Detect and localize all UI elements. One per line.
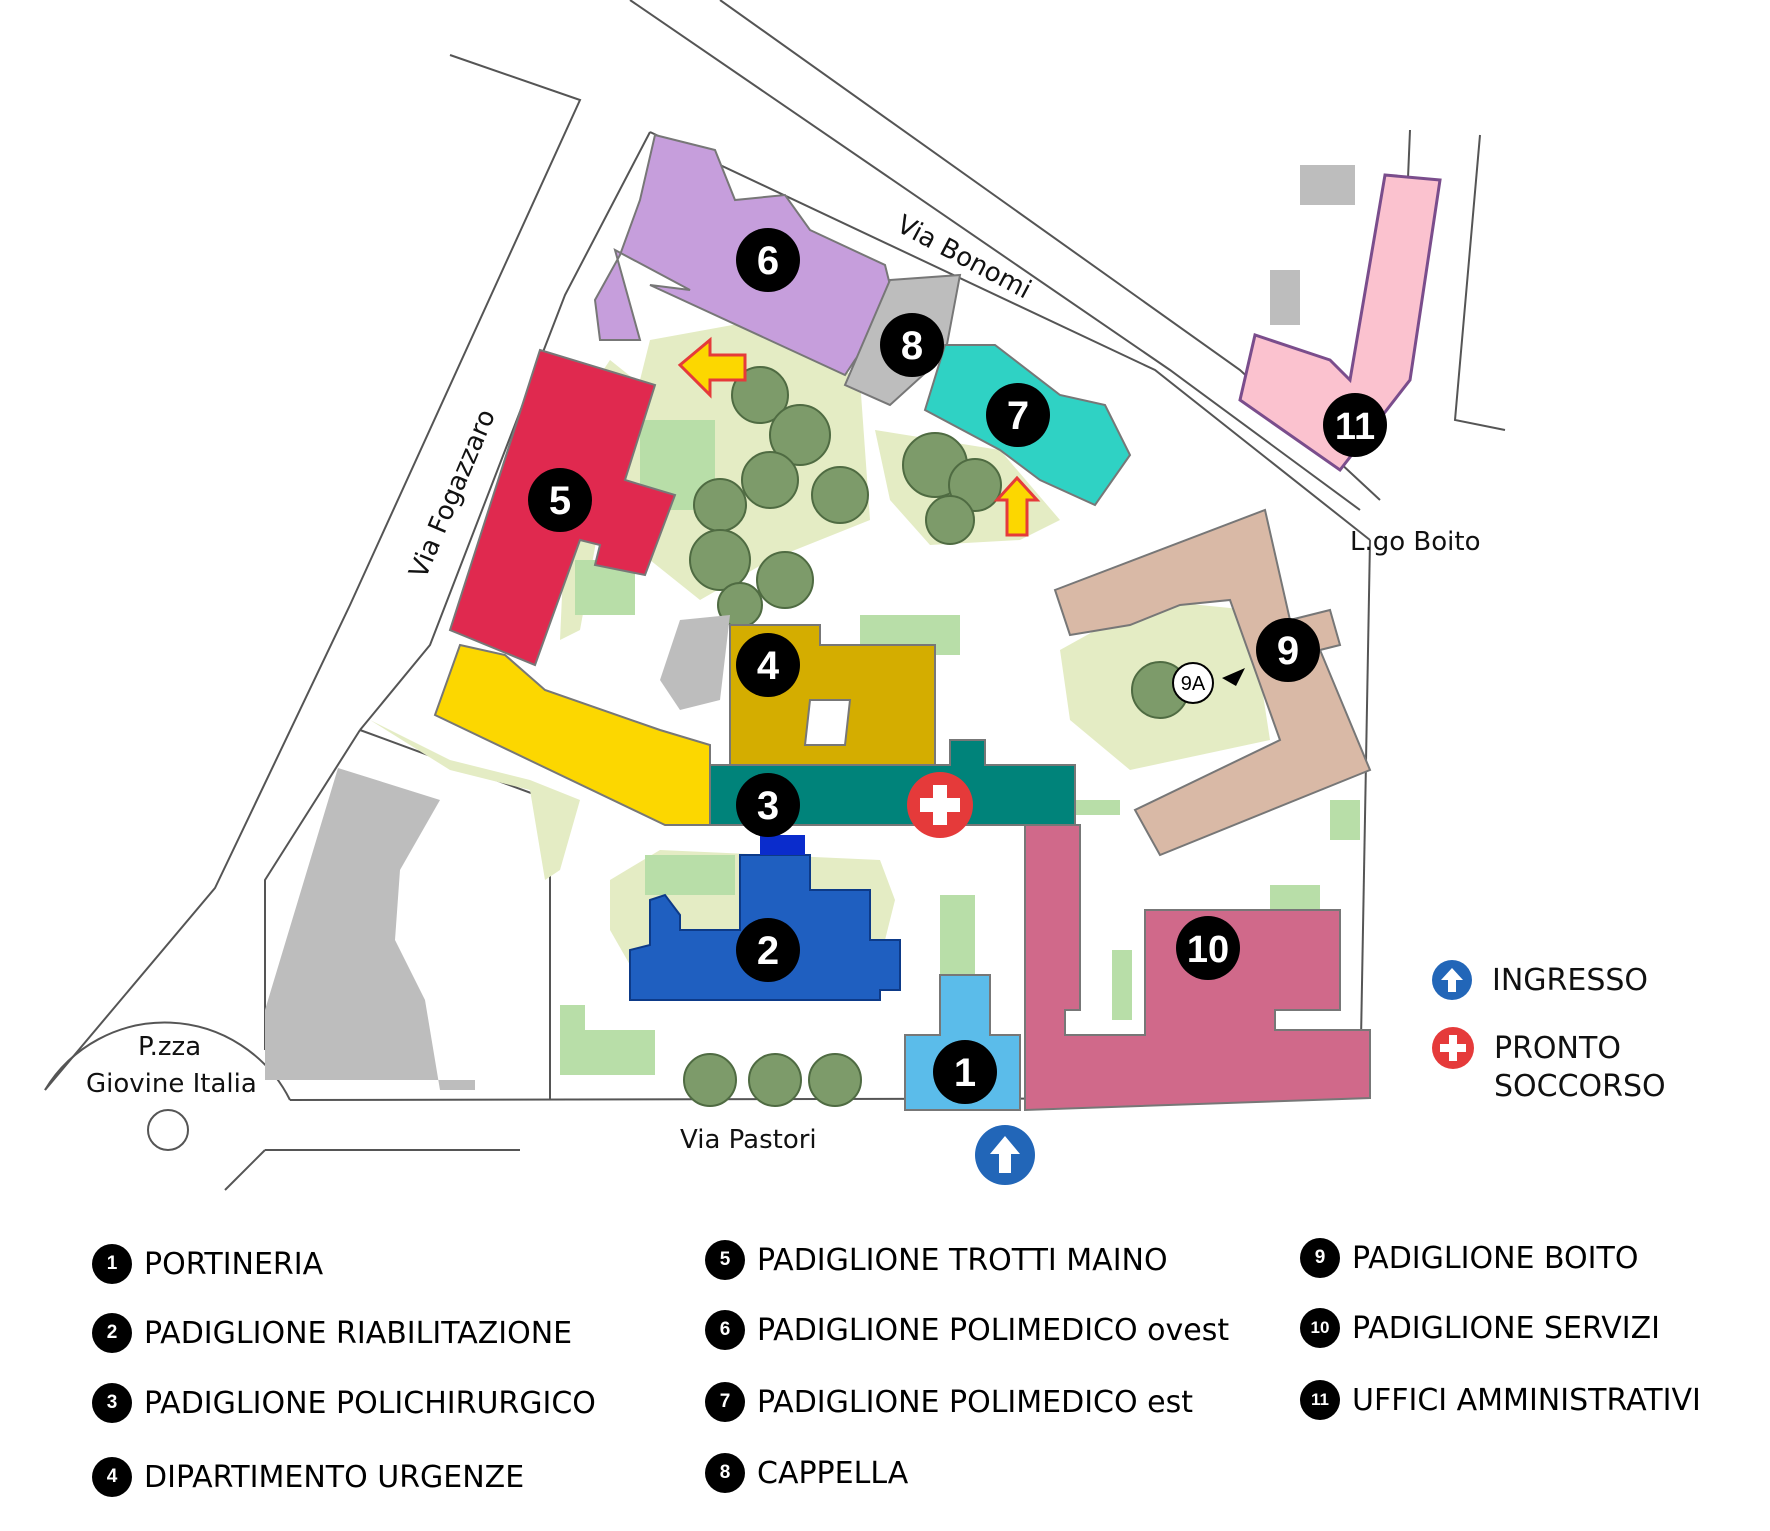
emergency-cross-icon — [907, 772, 973, 838]
key-emergency: PRONTO SOCCORSO — [1432, 1027, 1666, 1104]
street-label-pastori: Via Pastori — [680, 1125, 817, 1155]
street-label-boito: L.go Boito — [1350, 527, 1481, 557]
legend-label: CAPPELLA — [757, 1455, 909, 1491]
legend-label: PADIGLIONE POLICHIRURGICO — [144, 1385, 596, 1421]
street-outlines — [44, 0, 1506, 1191]
entrance-arrows — [677, 336, 1041, 537]
legend-badge: 8 — [705, 1453, 745, 1493]
legend-item-2[interactable]: 2 PADIGLIONE RIABILITAZIONE — [92, 1313, 572, 1353]
roundabout — [147, 1109, 189, 1151]
building-9 — [1053, 508, 1372, 857]
building-3 — [709, 739, 1076, 826]
legend-label: UFFICI AMMINISTRATIVI — [1352, 1382, 1701, 1418]
svg-text:8: 8 — [901, 324, 923, 368]
legend-badge: 5 — [705, 1240, 745, 1280]
building-11 — [1238, 173, 1442, 473]
key-entrance-label: INGRESSO — [1492, 962, 1649, 998]
legend-suffix: ovest — [1147, 1312, 1230, 1348]
legend-badge: 11 — [1300, 1380, 1340, 1420]
building-4-inner — [803, 699, 852, 746]
legend-label: PORTINERIA — [144, 1246, 324, 1282]
legend-item-10[interactable]: 10 PADIGLIONE SERVIZI — [1300, 1308, 1660, 1348]
marker-1[interactable] — [933, 1040, 997, 1104]
legend-badge: 7 — [705, 1382, 745, 1422]
key-entrance: INGRESSO — [1432, 960, 1648, 1000]
legend-item-8[interactable]: 8 CAPPELLA — [705, 1453, 908, 1493]
trees — [683, 366, 1189, 1107]
legend-badge: 10 — [1300, 1308, 1340, 1348]
legend-label: PADIGLIONE SERVIZI — [1352, 1310, 1660, 1346]
legend-item-11[interactable]: 11 UFFICI AMMINISTRATIVI — [1300, 1380, 1701, 1420]
legend-label: PADIGLIONE TROTTI MAINO — [757, 1242, 1168, 1278]
marker-9a-pointer — [1222, 668, 1245, 686]
legend-label: PADIGLIONE POLIMEDICO — [757, 1312, 1138, 1348]
marker-8[interactable] — [880, 313, 944, 377]
legend-label: DIPARTIMENTO URGENZE — [144, 1459, 525, 1495]
legend-badge: 1 — [92, 1244, 132, 1284]
svg-text:5: 5 — [549, 479, 571, 523]
entrance-key-icon — [1432, 960, 1472, 1000]
svg-text:4: 4 — [757, 644, 780, 688]
marker-5[interactable] — [528, 468, 592, 532]
legend-item-7[interactable]: 7 PADIGLIONE POLIMEDICO est — [705, 1382, 1193, 1422]
svg-text:2: 2 — [757, 929, 779, 973]
legend-badge: 3 — [92, 1383, 132, 1423]
svg-text:1: 1 — [954, 1051, 976, 1095]
marker-6[interactable] — [736, 228, 800, 292]
legend-badge: 6 — [705, 1310, 745, 1350]
legend-badge: 2 — [92, 1313, 132, 1353]
street-label-piazza-2: Giovine Italia — [86, 1069, 257, 1099]
marker-11[interactable] — [1323, 393, 1387, 457]
legend-label: PADIGLIONE BOITO — [1352, 1240, 1639, 1276]
svg-text:11: 11 — [1335, 406, 1375, 448]
legend-item-1[interactable]: 1 PORTINERIA — [92, 1244, 323, 1284]
building-2-connector — [760, 835, 805, 855]
svg-text:7: 7 — [1007, 394, 1029, 438]
street-label-piazza-1: P.zza — [138, 1032, 201, 1062]
building-yellow-wing — [433, 643, 711, 826]
legend-item-5[interactable]: 5 PADIGLIONE TROTTI MAINO — [705, 1240, 1168, 1280]
marker-3[interactable] — [736, 773, 800, 837]
legend-label: PADIGLIONE RIABILITAZIONE — [144, 1315, 573, 1351]
legend-item-6[interactable]: 6 PADIGLIONE POLIMEDICO ovest — [705, 1310, 1229, 1350]
neighbor-buildings — [265, 165, 1355, 1090]
marker-9a[interactable] — [1172, 662, 1214, 704]
svg-text:9A: 9A — [1181, 673, 1206, 695]
legend-item-4[interactable]: 4 DIPARTIMENTO URGENZE — [92, 1457, 524, 1497]
legend-badge: 9 — [1300, 1238, 1340, 1278]
marker-4[interactable] — [736, 633, 800, 697]
svg-text:10: 10 — [1187, 929, 1229, 971]
legend-suffix: est — [1147, 1384, 1194, 1420]
markers: 1 2 3 4 5 6 7 8 9 9A 10 11 — [528, 228, 1387, 1104]
marker-7[interactable] — [986, 383, 1050, 447]
legend-label: PADIGLIONE POLIMEDICO — [757, 1384, 1138, 1420]
emergency-key-icon — [1432, 1027, 1474, 1069]
legend-item-9[interactable]: 9 PADIGLIONE BOITO — [1300, 1238, 1638, 1278]
legend-item-3[interactable]: 3 PADIGLIONE POLICHIRURGICO — [92, 1383, 596, 1423]
key-emergency-label-2: SOCCORSO — [1494, 1069, 1666, 1104]
marker-2[interactable] — [736, 918, 800, 982]
legend-badge: 4 — [92, 1457, 132, 1497]
marker-9[interactable] — [1256, 618, 1320, 682]
svg-text:6: 6 — [757, 239, 779, 283]
svg-text:3: 3 — [757, 784, 779, 828]
entrance-arrow-icon[interactable] — [975, 1125, 1035, 1185]
key-emergency-label-1: PRONTO — [1494, 1030, 1621, 1066]
svg-text:9: 9 — [1277, 629, 1299, 673]
marker-10[interactable] — [1176, 916, 1240, 980]
